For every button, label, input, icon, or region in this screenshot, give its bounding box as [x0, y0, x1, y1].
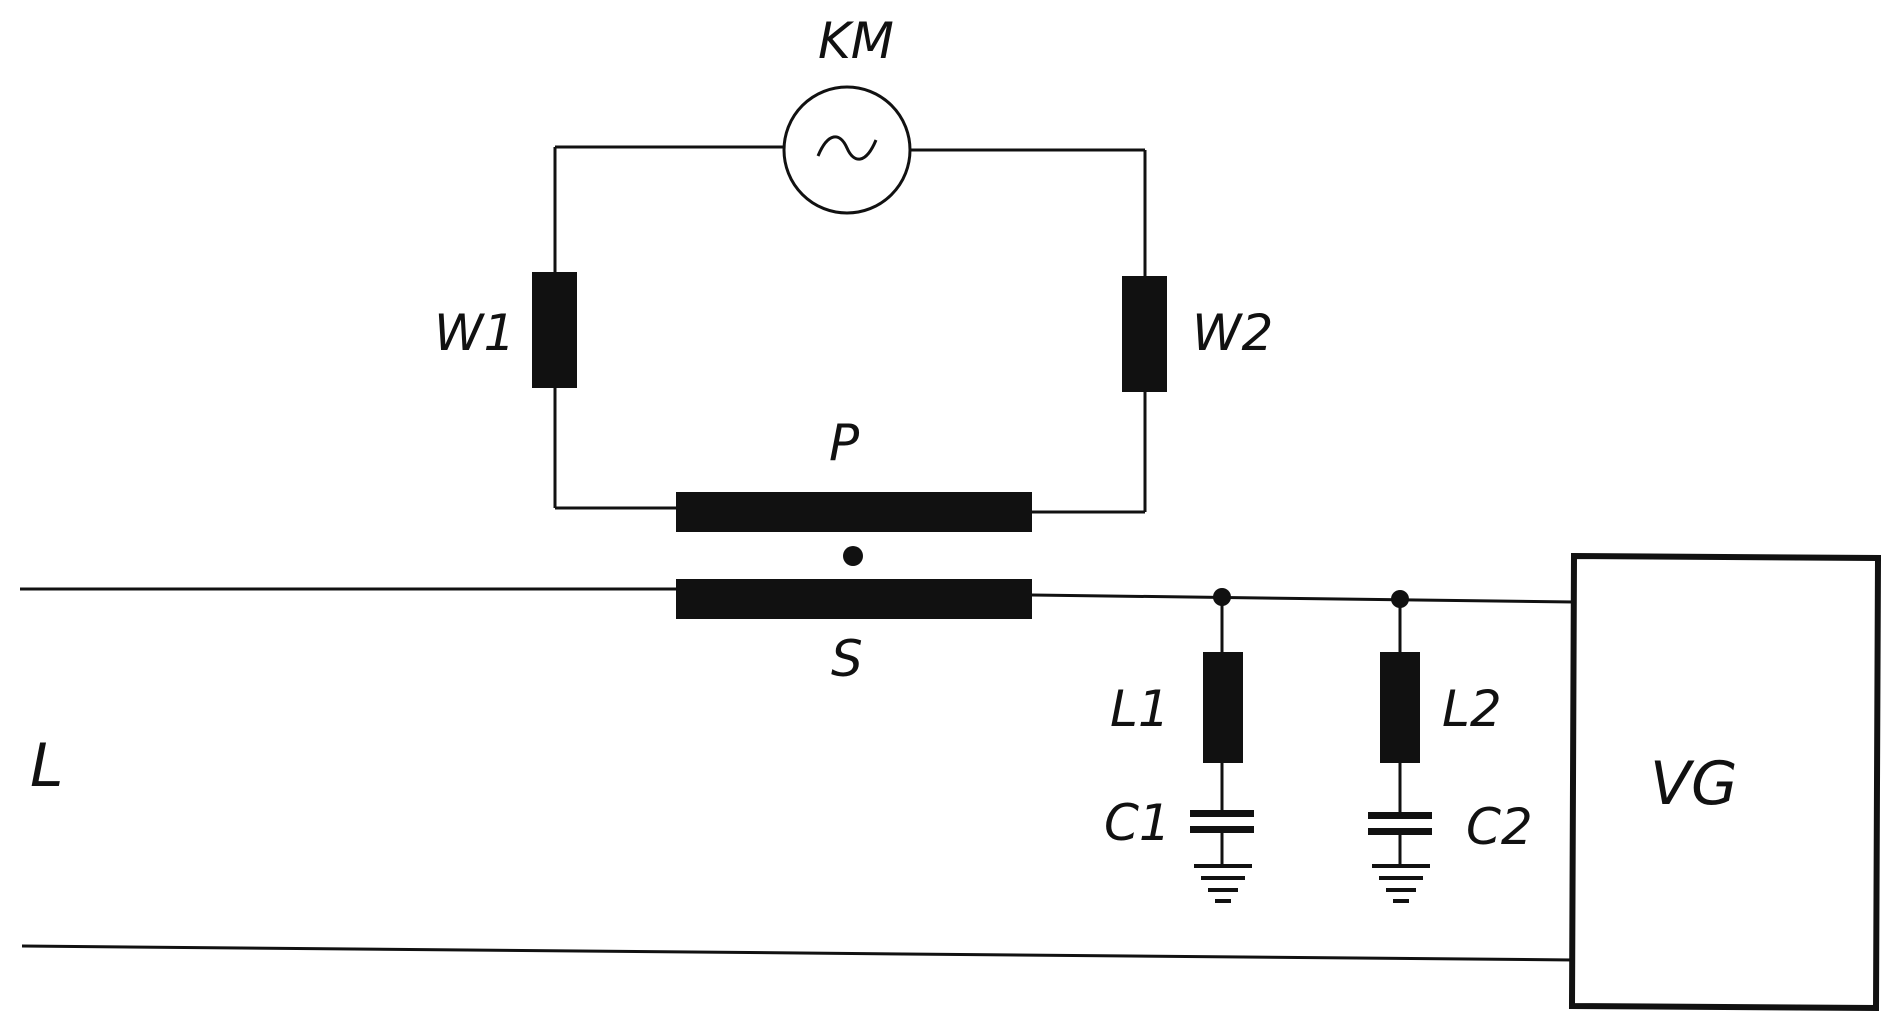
- ground-icon: [1194, 864, 1252, 903]
- capacitor-c1-plate-bottom: [1190, 826, 1254, 833]
- capacitor-c2-label: C2: [1466, 798, 1533, 856]
- source-circle: [782, 85, 912, 215]
- line-conductors: L: [20, 587, 1575, 962]
- branch-1: L1 C1: [1104, 588, 1254, 903]
- winding-w1: W1: [434, 272, 577, 388]
- vg-block-label: VG: [1650, 749, 1738, 819]
- capacitor-c1-label: C1: [1104, 794, 1171, 852]
- inductor-l1-body: [1203, 652, 1243, 763]
- line-label: L: [30, 731, 63, 801]
- line-upper-right: [1031, 593, 1575, 604]
- winding-w2-label: W2: [1192, 304, 1273, 362]
- primary-label: P: [829, 414, 860, 472]
- inductor-l2-label: L2: [1442, 680, 1502, 738]
- vg-block: VG: [1568, 552, 1882, 1012]
- source-label: KM: [818, 12, 894, 70]
- winding-w2-body: [1122, 276, 1167, 392]
- secondary-bar: [676, 579, 1032, 619]
- inductor-l1-label: L1: [1110, 680, 1170, 738]
- coupling-loop: [553, 145, 1147, 514]
- line-lower: [21, 944, 1575, 962]
- capacitor-c2-plate-bottom: [1368, 828, 1432, 835]
- ground-icon: [1372, 864, 1430, 903]
- coupler: P S: [676, 414, 1032, 688]
- branch-2: L2 C2: [1368, 590, 1533, 903]
- primary-bar: [676, 492, 1032, 532]
- vg-block-border: [1568, 552, 1882, 1012]
- winding-w1-body: [532, 272, 577, 388]
- capacitor-c2-plate-top: [1368, 812, 1432, 819]
- source-km: KM: [782, 12, 912, 215]
- winding-w1-label: W1: [434, 304, 515, 362]
- inductor-l2-body: [1380, 652, 1420, 763]
- secondary-label: S: [831, 630, 863, 688]
- sine-wave-icon: [816, 135, 878, 161]
- polarity-dot: [843, 546, 863, 566]
- winding-w2: W2: [1122, 276, 1273, 392]
- capacitor-c1-plate-top: [1190, 810, 1254, 817]
